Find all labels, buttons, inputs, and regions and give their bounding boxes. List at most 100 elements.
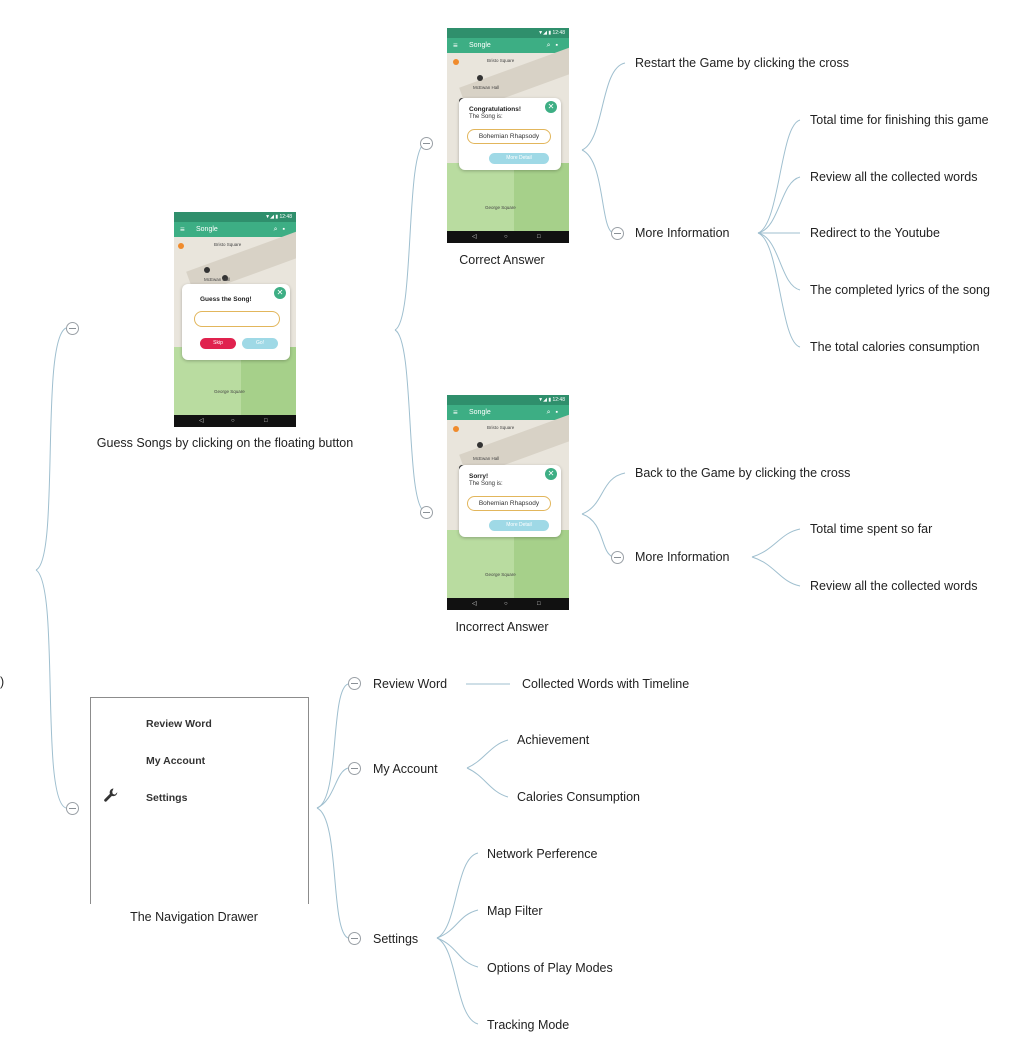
collapse-toggle-correct[interactable] bbox=[420, 137, 433, 150]
phone-incorrect-screen: ▼◢ ▮ 12:48 ≡ Songle ⌕▪ Bristo Square McE… bbox=[447, 395, 569, 610]
connector-main-correct bbox=[394, 142, 426, 331]
recents-icon[interactable]: □ bbox=[537, 601, 541, 607]
skip-button[interactable]: Skip bbox=[200, 338, 236, 349]
connector-drawer-review bbox=[316, 683, 349, 809]
node-restart-game[interactable]: Restart the Game by clicking the cross bbox=[635, 56, 849, 70]
map-pin-icon[interactable] bbox=[178, 243, 184, 249]
back-icon[interactable]: ◁ bbox=[472, 601, 477, 607]
connector-settings-3 bbox=[436, 937, 479, 968]
search-icon[interactable]: ⌕▪ bbox=[546, 409, 563, 416]
node-incorrect-detail[interactable]: Review all the collected words bbox=[810, 579, 978, 593]
map-label: Bristo Square bbox=[487, 58, 515, 63]
root-edge-fragment: ) bbox=[0, 675, 5, 689]
dialog-title: Congratulations! bbox=[469, 106, 521, 113]
node-achievement[interactable]: Achievement bbox=[517, 733, 590, 747]
connector-cmore-5 bbox=[757, 232, 801, 348]
map-label: Bristo Square bbox=[487, 425, 515, 430]
home-icon[interactable]: ○ bbox=[504, 234, 508, 240]
drawer-item-review-word[interactable]: Review Word bbox=[146, 718, 212, 730]
connector-account-1 bbox=[466, 739, 509, 769]
collapse-toggle-settings[interactable] bbox=[348, 932, 361, 945]
connector-cmore-2 bbox=[757, 176, 801, 234]
search-icon[interactable]: ⌕▪ bbox=[546, 42, 563, 49]
node-incorrect-detail[interactable]: Total time spent so far bbox=[810, 522, 933, 536]
collapse-toggle-drawer[interactable] bbox=[66, 802, 79, 815]
app-bar: ≡ Songle ⌕▪ bbox=[174, 222, 296, 237]
drawer-item-my-account[interactable]: My Account bbox=[146, 755, 206, 767]
back-icon[interactable]: ◁ bbox=[199, 418, 204, 424]
node-correct-detail[interactable]: Review all the collected words bbox=[810, 170, 978, 184]
more-detail-button[interactable]: More Detail bbox=[489, 153, 549, 164]
close-icon[interactable]: ✕ bbox=[274, 287, 286, 299]
app-title: Songle bbox=[196, 226, 218, 233]
node-correct-detail[interactable]: The total calories consumption bbox=[810, 340, 980, 354]
node-review-word[interactable]: Review Word bbox=[373, 677, 448, 691]
collapse-toggle-incorrect-more[interactable] bbox=[611, 551, 624, 564]
node-incorrect-more-info[interactable]: More Information bbox=[635, 550, 730, 564]
result-dialog: ✕ Congratulations! The Song is: Bohemian… bbox=[459, 98, 561, 170]
node-collected-words[interactable]: Collected Words with Timeline bbox=[522, 677, 690, 691]
song-field: Bohemian Rhapsody bbox=[467, 496, 551, 511]
app-bar: ≡ Songle ⌕▪ bbox=[447, 405, 569, 420]
guess-input[interactable] bbox=[194, 311, 280, 327]
nav-bar: ◁ ○ □ bbox=[174, 415, 296, 427]
node-settings-child[interactable]: Network Perference bbox=[487, 847, 598, 861]
menu-icon[interactable]: ≡ bbox=[453, 408, 458, 417]
status-bar: ▼◢ ▮ 12:48 bbox=[447, 395, 569, 405]
collapse-toggle-game[interactable] bbox=[66, 322, 79, 335]
menu-icon[interactable]: ≡ bbox=[453, 41, 458, 50]
connector-imore-2 bbox=[751, 556, 801, 587]
go-button[interactable]: Go! bbox=[242, 338, 278, 349]
node-back-to-game[interactable]: Back to the Game by clicking the cross bbox=[635, 466, 851, 480]
map-pin-icon[interactable] bbox=[453, 59, 459, 65]
collapse-toggle-review-word[interactable] bbox=[348, 677, 361, 690]
home-icon[interactable]: ○ bbox=[504, 601, 508, 607]
node-settings-child[interactable]: Tracking Mode bbox=[487, 1018, 570, 1032]
status-bar: ▼◢ ▮ 12:48 bbox=[447, 28, 569, 38]
connector-settings-1 bbox=[436, 852, 479, 939]
node-correct-detail[interactable]: Total time for finishing this game bbox=[810, 113, 989, 127]
node-calories[interactable]: Calories Consumption bbox=[517, 790, 640, 804]
map-pin-icon[interactable] bbox=[453, 426, 459, 432]
map-pin-icon[interactable] bbox=[204, 267, 210, 273]
node-settings[interactable]: Settings bbox=[373, 932, 419, 946]
map-label: McEwan Hall bbox=[204, 277, 231, 282]
map-pin-icon[interactable] bbox=[222, 275, 228, 281]
connector-root-game bbox=[35, 327, 67, 571]
node-settings-child[interactable]: Map Filter bbox=[487, 904, 543, 918]
collapse-toggle-incorrect[interactable] bbox=[420, 506, 433, 519]
node-correct-detail[interactable]: The completed lyrics of the song bbox=[810, 283, 990, 297]
home-icon[interactable]: ○ bbox=[231, 418, 235, 424]
close-icon[interactable]: ✕ bbox=[545, 468, 557, 480]
close-icon[interactable]: ✕ bbox=[545, 101, 557, 113]
more-detail-button[interactable]: More Detail bbox=[489, 520, 549, 531]
map-pin-icon[interactable] bbox=[477, 75, 483, 81]
back-icon[interactable]: ◁ bbox=[472, 234, 477, 240]
recents-icon[interactable]: □ bbox=[264, 418, 268, 424]
recents-icon[interactable]: □ bbox=[537, 234, 541, 240]
connector-correct-restart bbox=[581, 62, 626, 151]
connector-account-2 bbox=[466, 767, 509, 798]
caption-guess: Guess Songs by clicking on the floating … bbox=[96, 436, 354, 450]
node-my-account[interactable]: My Account bbox=[373, 762, 438, 776]
collapse-toggle-correct-more[interactable] bbox=[611, 227, 624, 240]
node-correct-more-info[interactable]: More Information bbox=[635, 226, 730, 240]
map-pin-icon[interactable] bbox=[477, 442, 483, 448]
menu-icon[interactable]: ≡ bbox=[180, 225, 185, 234]
node-settings-child[interactable]: Options of Play Modes bbox=[487, 961, 613, 975]
dialog-title: Sorry! bbox=[469, 473, 489, 480]
connector-root-drawer bbox=[35, 569, 67, 809]
nav-bar: ◁ ○ □ bbox=[447, 598, 569, 610]
app-bar: ≡ Songle ⌕▪ bbox=[447, 38, 569, 53]
drawer-item-settings[interactable]: Settings bbox=[146, 792, 188, 804]
map-label: George Square bbox=[485, 572, 516, 577]
map-label: George Square bbox=[485, 205, 516, 210]
node-correct-detail[interactable]: Redirect to the Youtube bbox=[810, 226, 940, 240]
map-label: George Square bbox=[214, 389, 245, 394]
collapse-toggle-my-account[interactable] bbox=[348, 762, 361, 775]
wrench-icon bbox=[104, 788, 118, 802]
connector-imore-1 bbox=[751, 528, 801, 558]
connector-settings-2 bbox=[436, 909, 479, 939]
dialog-title: Guess the Song! bbox=[200, 296, 252, 303]
search-icon[interactable]: ⌕▪ bbox=[273, 226, 290, 233]
